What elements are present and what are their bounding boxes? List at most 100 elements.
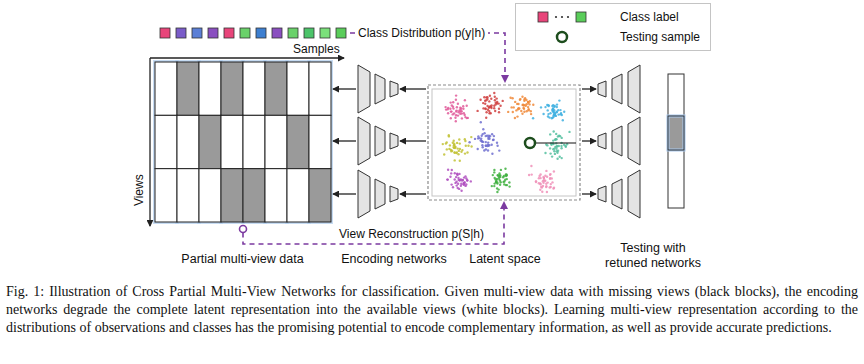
latent-point — [493, 171, 495, 173]
latent-point — [517, 108, 519, 110]
view-cell — [309, 62, 331, 115]
latent-point — [487, 149, 489, 151]
partial-data-matrix — [155, 62, 331, 222]
column-glow — [287, 62, 309, 222]
latent-point — [446, 178, 448, 180]
latent-point — [552, 108, 554, 110]
latent-point — [496, 145, 498, 147]
legend-box: Class labelTesting sample — [515, 3, 711, 51]
latent-point — [450, 183, 452, 185]
latent-point — [450, 110, 452, 112]
latent-point — [545, 170, 547, 172]
latent-point — [481, 135, 483, 137]
latent-point — [485, 96, 487, 98]
latent-point — [460, 151, 462, 153]
output-block-edge — [668, 116, 684, 150]
latent-point — [459, 179, 461, 181]
view-cell — [287, 62, 309, 115]
latent-point — [466, 151, 468, 153]
latent-point — [499, 184, 501, 186]
latent-point — [510, 106, 512, 108]
legend-square — [538, 12, 548, 22]
latent-point — [488, 144, 490, 146]
network-layer — [628, 117, 640, 165]
column-glow — [221, 62, 243, 222]
latent-point — [542, 176, 544, 178]
network-layer — [358, 170, 370, 218]
latent-point — [492, 139, 494, 141]
latent-point — [503, 175, 505, 177]
legend-dot — [567, 16, 569, 18]
latent-point — [499, 105, 501, 107]
latent-point — [538, 177, 540, 179]
latent-point — [466, 105, 468, 107]
column-glow — [309, 62, 331, 222]
arrow-line — [582, 193, 596, 194]
latent-point — [477, 148, 479, 150]
latent-point — [549, 133, 551, 135]
connector — [582, 89, 596, 194]
latent-point — [497, 174, 499, 176]
latent-point — [568, 131, 570, 133]
latent-point — [485, 111, 487, 113]
missing-view-cell — [243, 169, 265, 222]
latent-point — [449, 144, 451, 146]
class-square — [240, 28, 250, 38]
latent-point — [545, 183, 547, 185]
class-square — [256, 28, 266, 38]
missing-view-cell — [287, 115, 309, 168]
latent-point — [483, 132, 485, 134]
latent-point — [458, 173, 460, 175]
output-block — [668, 116, 684, 150]
latent-point — [443, 153, 445, 155]
latent-point — [497, 174, 499, 176]
latent-point — [468, 141, 470, 143]
latent-point — [504, 168, 506, 170]
view-cell — [199, 62, 221, 115]
latent-point — [502, 100, 504, 102]
latent-point — [448, 134, 450, 136]
latent-point — [549, 173, 551, 175]
latent-point — [493, 169, 495, 171]
latent-point — [554, 114, 556, 116]
latent-point — [516, 115, 518, 117]
missing-view-cell — [265, 62, 287, 115]
latent-point — [506, 174, 508, 176]
latent-point — [498, 149, 500, 151]
latent-point — [513, 106, 515, 108]
latent-point — [512, 111, 514, 113]
latent-point — [494, 110, 496, 112]
latent-point — [452, 113, 454, 115]
legend-dot — [555, 16, 557, 18]
latent-point — [491, 185, 493, 187]
latent-point — [458, 179, 460, 181]
latent-point — [549, 186, 551, 188]
class-label-row — [160, 28, 346, 38]
latent-point — [457, 147, 459, 149]
latent-point — [457, 114, 459, 116]
class-square — [160, 28, 170, 38]
network-layer — [390, 186, 398, 202]
latent-point — [496, 191, 498, 193]
latent-point — [498, 111, 500, 113]
latent-point — [555, 148, 557, 150]
latent-point — [523, 108, 525, 110]
latent-point — [561, 157, 563, 159]
latent-point — [490, 98, 492, 100]
network-layer — [598, 81, 606, 97]
latent-point — [480, 139, 482, 141]
latent-point — [462, 105, 464, 107]
latent-point — [455, 176, 457, 178]
legend-row: Testing sample — [524, 27, 700, 47]
view-cell — [177, 115, 199, 168]
latent-point — [527, 101, 529, 103]
latent-point — [488, 110, 490, 112]
latent-point — [523, 111, 525, 113]
latent-point — [454, 172, 456, 174]
view-cell — [155, 115, 177, 168]
latent-point — [552, 148, 554, 150]
latent-point — [558, 99, 560, 101]
latent-point — [556, 145, 558, 147]
missing-view-cell — [177, 62, 199, 115]
